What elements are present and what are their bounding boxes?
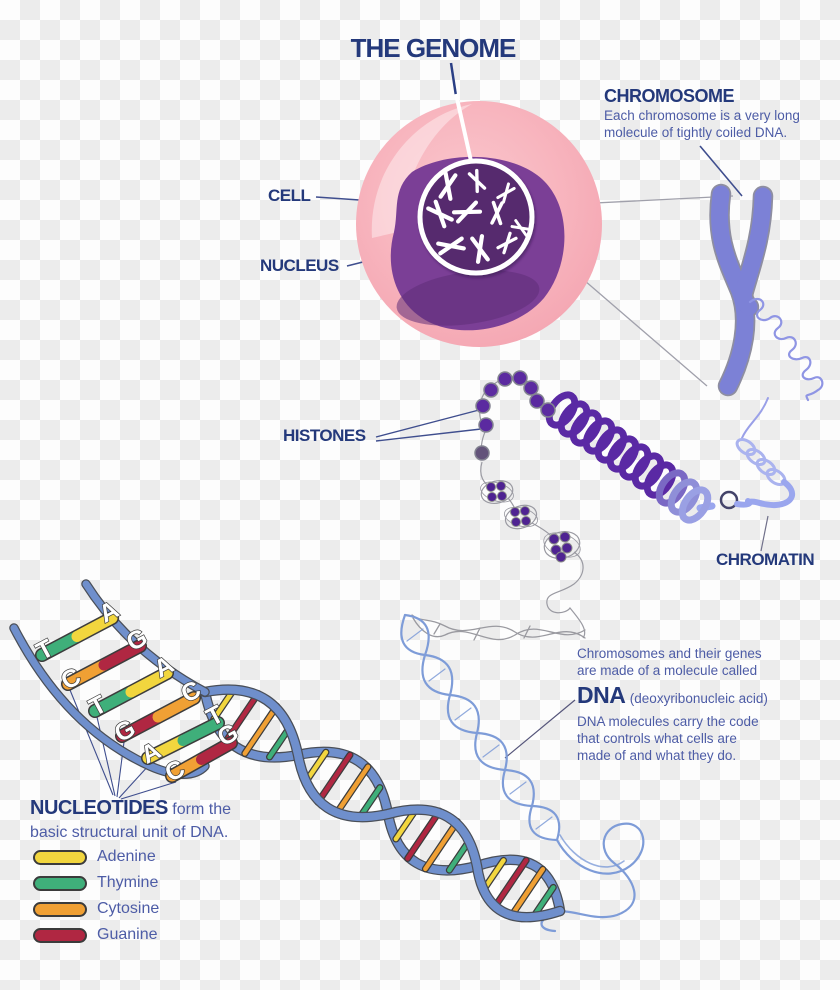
cell-highlight [371,104,472,238]
dna-heading: DNA [577,682,626,708]
nucleotides-heading: NUCLEOTIDES [30,797,168,819]
legend-label: Thymine [97,874,159,891]
chromatin-scribble [748,297,824,402]
nucleus-label: NUCLEUS [260,256,339,275]
adenine-swatch [33,849,87,865]
nucleus-zoom-circle [417,158,535,276]
dna-intro-line: are made of a molecule called [577,663,758,678]
dna-heading-note: (deoxyribonucleic acid) [629,691,768,706]
chromosome-description-line: molecule of tightly coiled DNA. [604,125,788,140]
title-pointer-line [454,93,473,162]
dna-color-helix [199,684,566,923]
nucleotide-legend: Adenine Thymine Cytosine Guanine [33,848,160,953]
histones-label: HISTONES [283,426,366,445]
dna-intro-line: Chromosomes and their genes [577,646,762,661]
nucleotides-text-block: NUCLEOTIDES form the basic structural un… [30,797,280,842]
svg-text:C: C [56,662,85,695]
legend-label: Adenine [97,848,156,865]
svg-text:C: C [160,754,189,787]
chromatin-label: CHROMATIN [716,550,815,569]
nucleosome-clusters [486,481,573,563]
chromosome-text-block: CHROMOSOME Each chromosome is a very lon… [604,86,834,141]
cell-illustration [356,93,602,347]
histone-beads [474,370,712,639]
page-title: THE GENOME [350,33,517,63]
legend-row-guanine: Guanine [33,926,159,943]
nucleotides-heading-suffix: form the [172,801,231,818]
dna-text-block: Chromosomes and their genes are made of … [577,645,827,764]
chromosome-heading: CHROMOSOME [604,86,735,106]
legend-row-cytosine: Cytosine [33,900,160,917]
dna-sketch-helix [400,613,645,933]
dna-body-line: that controls what cells are [577,731,737,746]
legend-label: Cytosine [97,900,160,917]
legend-row-adenine: Adenine [33,848,159,865]
dna-body-line: made of and what they do. [577,748,737,763]
histone-bead-chain [474,370,556,461]
nucleotides-heading-row: NUCLEOTIDES form the [30,797,280,820]
dna-ladder: T C T G A C A G A C T G [9,579,244,788]
legend-row-thymine: Thymine [33,874,159,891]
guanine-swatch [33,927,87,943]
dna-heading-row: DNA (deoxyribonucleic acid) [577,682,827,709]
chromatin-fiber [696,437,796,512]
chromosome-illustration [709,183,824,439]
cell-label: CELL [268,186,311,205]
chromosome-description-line: Each chromosome is a very long [604,108,800,123]
cytosine-swatch [33,901,87,917]
thymine-swatch [33,875,87,891]
legend-label: Guanine [97,926,158,943]
solenoid-coil [545,391,712,524]
nucleotides-line2: basic structural unit of DNA. [30,824,229,841]
dna-body-line: DNA molecules carry the code [577,714,759,729]
